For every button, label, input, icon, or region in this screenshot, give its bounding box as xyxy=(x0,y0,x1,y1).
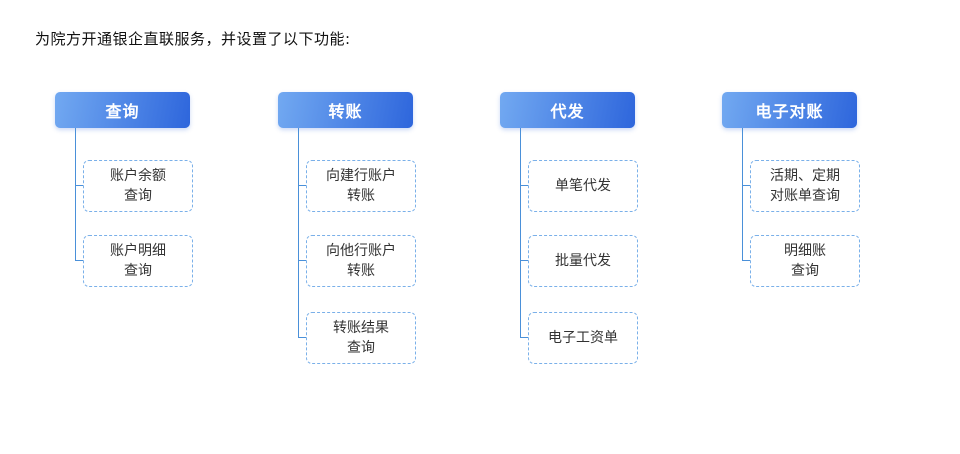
column-payroll: 代发 单笔代发 批量代发 电子工资单 xyxy=(500,92,638,412)
connector-stub xyxy=(742,185,750,186)
page-title: 为院方开通银企直联服务，并设置了以下功能: xyxy=(35,30,351,48)
header-payroll: 代发 xyxy=(500,92,635,128)
tree-node-batch-payment: 批量代发 xyxy=(528,235,638,287)
connector-stub xyxy=(75,185,83,186)
connector-stub xyxy=(75,260,83,261)
header-transfer: 转账 xyxy=(278,92,413,128)
connector-vline xyxy=(520,128,521,338)
header-query: 查询 xyxy=(55,92,190,128)
connector-stub xyxy=(742,260,750,261)
header-e-reconciliation: 电子对账 xyxy=(722,92,857,128)
column-query: 查询 账户余额 查询 账户明细 查询 xyxy=(55,92,193,412)
connector-vline xyxy=(75,128,76,261)
connector-stub xyxy=(520,337,528,338)
tree-node-transfer-to-ccb: 向建行账户 转账 xyxy=(306,160,416,212)
tree-node-transfer-result-query: 转账结果 查询 xyxy=(306,312,416,364)
tree-node-transfer-to-other-bank: 向他行账户 转账 xyxy=(306,235,416,287)
tree-node-detail-ledger-query: 明细账 查询 xyxy=(750,235,860,287)
tree-node-single-payment: 单笔代发 xyxy=(528,160,638,212)
connector-stub xyxy=(520,185,528,186)
column-e-reconciliation: 电子对账 活期、定期 对账单查询 明细账 查询 xyxy=(722,92,860,412)
connector-stub xyxy=(298,260,306,261)
connector-vline xyxy=(742,128,743,261)
connector-stub xyxy=(298,185,306,186)
tree-node-statement-query: 活期、定期 对账单查询 xyxy=(750,160,860,212)
tree-node-account-balance-query: 账户余额 查询 xyxy=(83,160,193,212)
tree-node-account-detail-query: 账户明细 查询 xyxy=(83,235,193,287)
connector-stub xyxy=(298,337,306,338)
tree-node-e-payslip: 电子工资单 xyxy=(528,312,638,364)
connector-stub xyxy=(520,260,528,261)
connector-vline xyxy=(298,128,299,338)
column-transfer: 转账 向建行账户 转账 向他行账户 转账 转账结果 查询 xyxy=(278,92,416,412)
